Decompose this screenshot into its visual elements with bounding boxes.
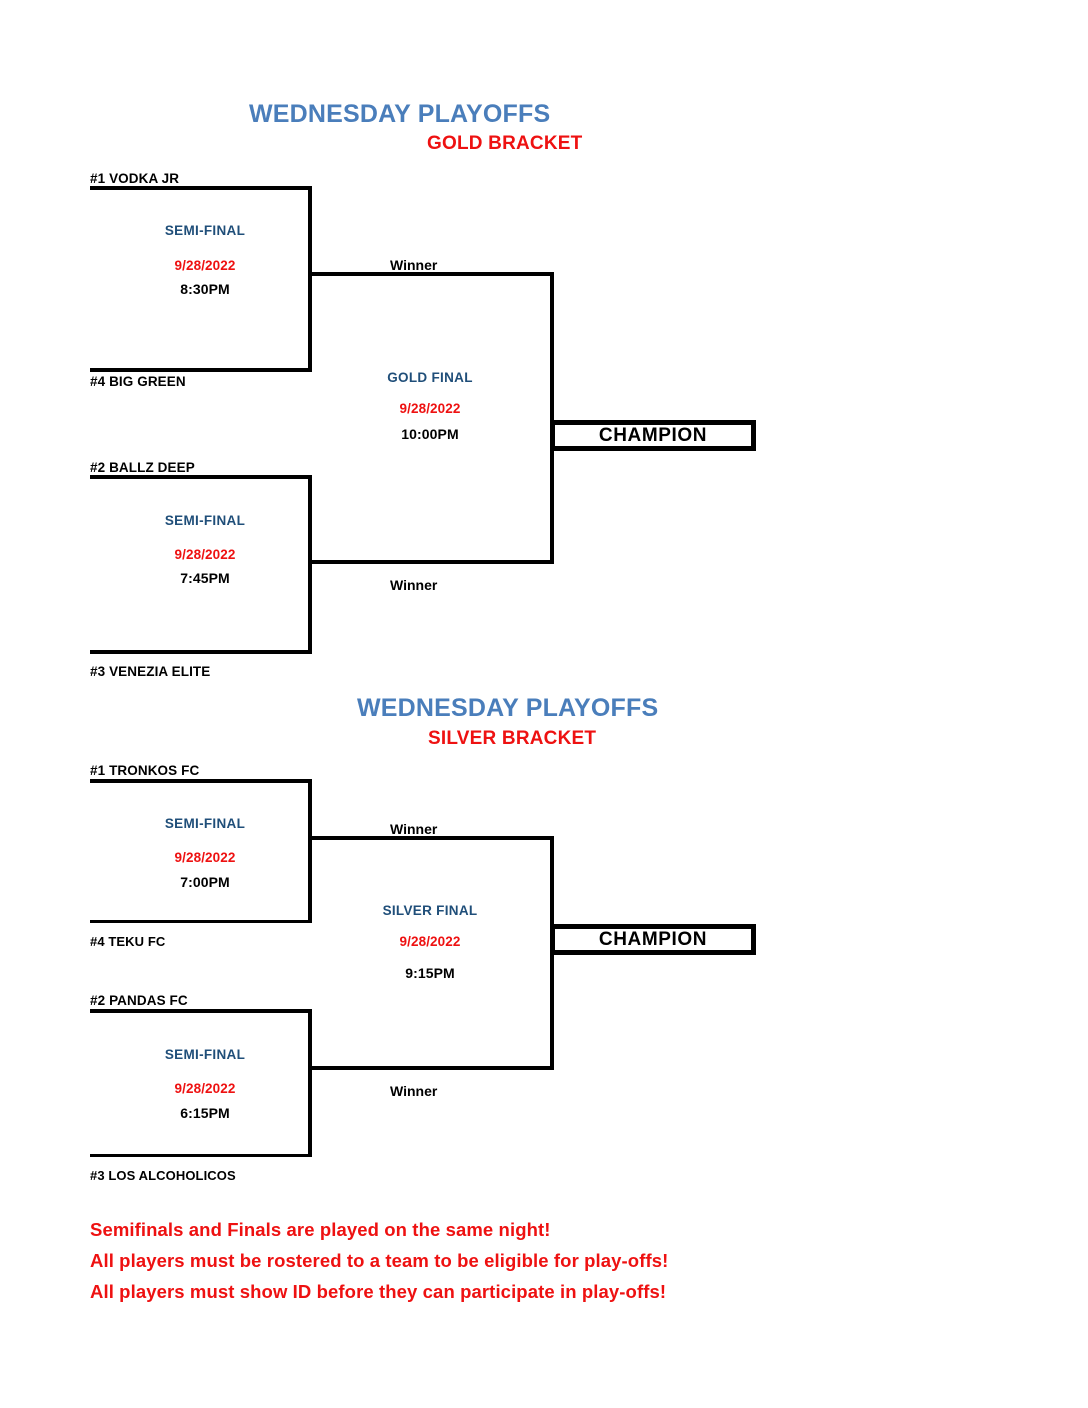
silver-semifinal-top-round: SEMI-FINAL — [164, 816, 246, 831]
gold-final-connector — [550, 272, 554, 564]
silver-final-date: 9/28/2022 — [399, 934, 461, 949]
gold-semifinal-bottom-connector — [308, 475, 312, 654]
gold-final-time: 10:00PM — [401, 426, 459, 442]
gold-team-seed3: #3 VENEZIA ELITE — [90, 664, 211, 679]
silver-semifinal-bottom-date: 9/28/2022 — [174, 1081, 236, 1096]
silver-semifinal-top-date: 9/28/2022 — [174, 850, 236, 865]
silver-semifinal-bottom-time: 6:15PM — [180, 1105, 230, 1121]
gold-semifinal-top-date: 9/28/2022 — [174, 258, 236, 273]
silver-semifinal-bottom-winner-label: Winner — [390, 1083, 438, 1099]
gold-semifinal-top-time: 8:30PM — [180, 281, 230, 297]
gold-team-seed4: #4 BIG GREEN — [90, 374, 186, 389]
gold-bracket-title: WEDNESDAY PLAYOFFS — [249, 100, 551, 128]
silver-semifinal-top-upper-line — [90, 779, 312, 783]
gold-champion-box: CHAMPION — [550, 420, 756, 451]
gold-final-lower-line — [308, 560, 554, 564]
gold-semifinal-bottom-lower-line — [90, 650, 312, 654]
silver-semifinal-top-winner-label: Winner — [390, 821, 438, 837]
playoff-note-3: All players must show ID before they can… — [90, 1281, 667, 1302]
silver-semifinal-bottom-round: SEMI-FINAL — [164, 1047, 246, 1062]
silver-team-seed2: #2 PANDAS FC — [90, 993, 188, 1008]
gold-semifinal-bottom-time: 7:45PM — [180, 570, 230, 586]
gold-team-seed1: #1 VODKA JR — [90, 171, 180, 186]
gold-semifinal-bottom-upper-line — [90, 475, 312, 479]
silver-final-time: 9:15PM — [405, 965, 455, 981]
silver-team-seed4: #4 TEKU FC — [90, 934, 166, 949]
gold-final-round: GOLD FINAL — [387, 370, 473, 385]
gold-semifinal-bottom-round: SEMI-FINAL — [164, 513, 246, 528]
silver-team-seed3: #3 LOS ALCOHOLICOS — [90, 1168, 236, 1183]
gold-semifinal-top-winner-label: Winner — [390, 257, 438, 273]
silver-bracket-subtitle: SILVER BRACKET — [428, 728, 597, 749]
gold-final-upper-line — [308, 272, 554, 276]
silver-semifinal-bottom-lower-line — [90, 1154, 312, 1157]
gold-team-seed2: #2 BALLZ DEEP — [90, 460, 195, 475]
gold-bracket-subtitle: GOLD BRACKET — [427, 133, 583, 154]
silver-semifinal-bottom-upper-line — [90, 1009, 312, 1013]
gold-semifinal-top-connector — [308, 186, 312, 372]
silver-champion-label: CHAMPION — [598, 928, 708, 950]
silver-final-round: SILVER FINAL — [382, 903, 478, 918]
gold-semifinal-bottom-date: 9/28/2022 — [174, 547, 236, 562]
gold-final-date: 9/28/2022 — [399, 401, 461, 416]
silver-bracket-title: WEDNESDAY PLAYOFFS — [357, 694, 659, 722]
silver-team-seed1: #1 TRONKOS FC — [90, 763, 200, 778]
playoff-note-1: Semifinals and Finals are played on the … — [90, 1219, 551, 1240]
silver-semifinal-top-lower-line — [90, 920, 312, 923]
silver-final-upper-line — [308, 836, 554, 840]
silver-final-lower-line — [308, 1066, 554, 1070]
gold-semifinal-top-round: SEMI-FINAL — [164, 223, 246, 238]
gold-champion-label: CHAMPION — [598, 424, 708, 446]
silver-champion-box: CHAMPION — [550, 924, 756, 955]
gold-semifinal-top-lower-line — [90, 368, 312, 372]
gold-semifinal-top-upper-line — [90, 186, 312, 190]
gold-semifinal-bottom-winner-label: Winner — [390, 577, 438, 593]
silver-semifinal-top-connector — [308, 779, 312, 923]
playoff-note-2: All players must be rostered to a team t… — [90, 1250, 669, 1271]
silver-semifinal-bottom-connector — [308, 1009, 312, 1157]
silver-semifinal-top-time: 7:00PM — [180, 874, 230, 890]
